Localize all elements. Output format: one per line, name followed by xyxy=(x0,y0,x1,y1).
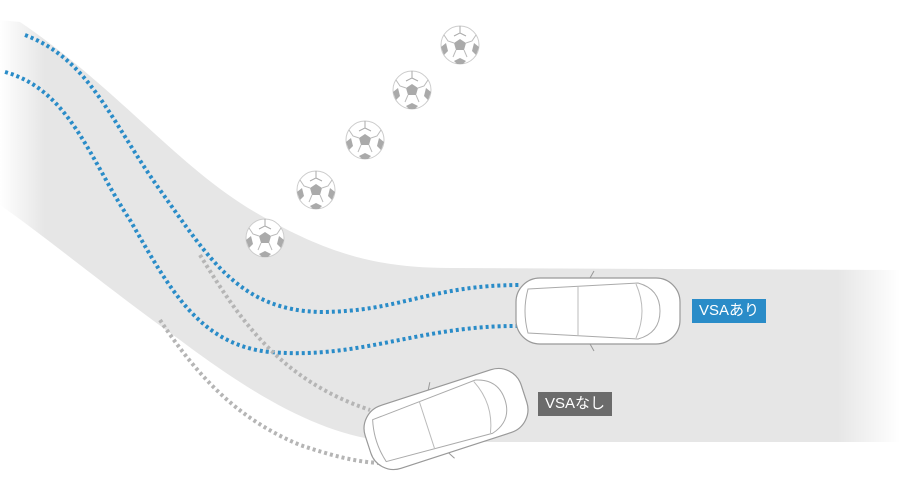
soccer-ball-icon xyxy=(345,120,385,160)
soccer-ball-icon xyxy=(245,218,285,258)
soccer-ball-icon xyxy=(296,170,336,210)
label-without-vsa: VSAなし xyxy=(538,392,613,416)
soccer-ball-icon xyxy=(392,70,432,110)
label-with-vsa: VSAあり xyxy=(692,299,767,323)
track-with-vsa-1 xyxy=(24,33,521,315)
car-icon-with-vsa xyxy=(515,270,681,352)
soccer-ball-icon xyxy=(440,25,480,65)
track-with-vsa-2 xyxy=(4,70,521,356)
